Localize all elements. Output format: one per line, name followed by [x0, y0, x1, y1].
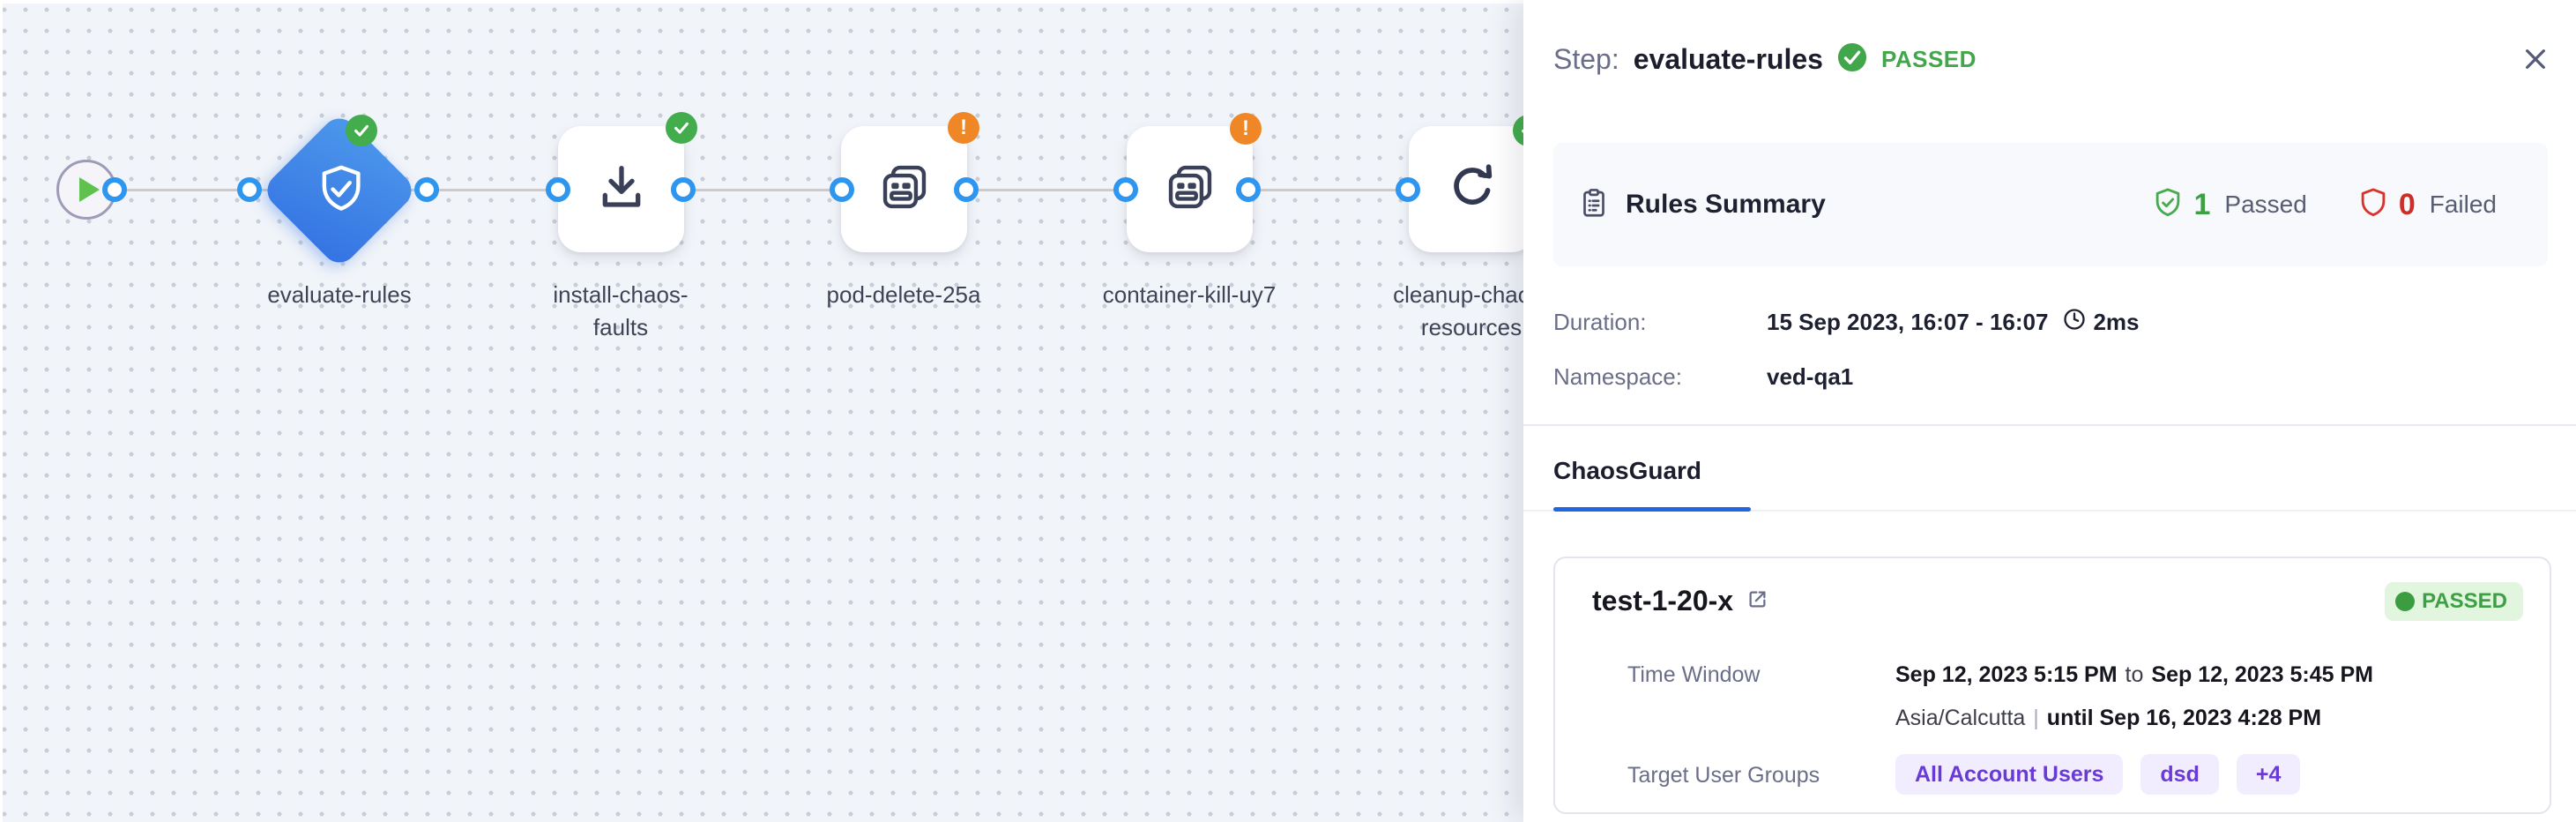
duration-value: 15 Sep 2023, 16:07 - 16:07 — [1767, 308, 2049, 335]
external-link-icon[interactable] — [1746, 587, 1769, 616]
passed-badge-icon — [346, 115, 377, 146]
step-status-badge: PASSED — [1880, 45, 1977, 72]
user-group-chip-more[interactable]: +4 — [2236, 754, 2301, 795]
shield-check-icon — [297, 148, 383, 234]
node-label-line: pod-delete-25a — [826, 281, 981, 308]
guard-name[interactable]: test-1-20-x — [1592, 585, 1734, 616]
guard-status-badge: PASSED — [2385, 582, 2523, 621]
connector-port — [414, 177, 439, 202]
rules-summary-counts: 1 Passed 0 Failed — [2151, 186, 2497, 224]
step-title: evaluate-rules — [1633, 42, 1823, 75]
timezone: Asia/Calcutta — [1895, 705, 2026, 730]
failed-label: Failed — [2429, 191, 2497, 218]
namespace-label: Namespace: — [1553, 362, 1682, 390]
chaos-fault-icon — [1163, 160, 1217, 219]
download-icon — [593, 159, 650, 220]
refresh-icon — [1445, 160, 1500, 219]
node-label: pod-delete-25a — [758, 279, 1049, 311]
play-icon — [78, 177, 100, 202]
check-circle-icon — [1837, 42, 1867, 77]
connector-port — [546, 177, 570, 202]
node-label-line: evaluate-rules — [267, 281, 412, 308]
step-details-panel: Step: evaluate-rules PASSED Rules Summar… — [1523, 0, 2576, 822]
node-pod-delete-25a[interactable] — [841, 126, 967, 252]
separator: | — [2033, 705, 2039, 730]
section-divider — [1523, 424, 2576, 426]
warning-badge-icon: ! — [1230, 113, 1262, 145]
panel-header: Step: evaluate-rules PASSED — [1553, 32, 2553, 86]
node-cleanup-chaos-resources[interactable] — [1409, 126, 1525, 252]
valid-until: until Sep 16, 2023 4:28 PM — [2046, 705, 2322, 730]
step-label: Step: — [1553, 42, 1619, 75]
node-container-kill-uy7[interactable] — [1127, 126, 1253, 252]
connector-port — [671, 177, 696, 202]
timezone-row: Asia/Calcutta | until Sep 16, 2023 4:28 … — [1895, 702, 2321, 734]
user-group-chip: All Account Users — [1895, 754, 2124, 795]
close-icon[interactable] — [2518, 41, 2553, 77]
clipboard-icon — [1578, 187, 1610, 223]
node-evaluate-rules[interactable] — [260, 111, 451, 303]
connector-port — [1396, 177, 1420, 202]
node-label: install-chaos- faults — [475, 279, 766, 344]
node-label-line: install-chaos- — [553, 281, 689, 308]
namespace-row: Namespace: ved-qa1 — [1553, 353, 1853, 400]
shield-passed-icon — [2151, 186, 2185, 224]
diamond-shape — [260, 111, 419, 270]
tabbar-border — [1523, 510, 2576, 512]
connector-port — [830, 177, 854, 202]
node-label: cleanup-chaos- resources — [1326, 279, 1525, 344]
warning-badge-icon: ! — [948, 112, 979, 144]
node-label-line: container-kill-uy7 — [1102, 281, 1277, 308]
guard-status-text: PASSED — [2422, 589, 2507, 613]
connector-port — [1236, 177, 1261, 202]
to-word: to — [2125, 661, 2144, 687]
tab-chaosguard[interactable]: ChaosGuard — [1553, 446, 1701, 496]
connector-port — [237, 177, 262, 202]
duration-label: Duration: — [1553, 308, 1647, 335]
active-tab-indicator — [1553, 507, 1751, 512]
guard-name-row[interactable]: test-1-20-x — [1592, 585, 1769, 617]
warning-glyph: ! — [1242, 116, 1249, 140]
chaos-fault-icon — [877, 160, 932, 219]
failed-count: 0 — [2398, 187, 2416, 221]
namespace-value: ved-qa1 — [1767, 362, 1854, 390]
node-install-chaos-faults[interactable] — [558, 126, 684, 252]
node-label: container-kill-uy7 — [1044, 279, 1335, 311]
passed-count: 1 — [2193, 187, 2211, 221]
pipeline-canvas[interactable]: ! ! evaluate-rules install-chaos- faults… — [0, 0, 1525, 822]
connector-port — [1113, 177, 1138, 202]
rules-summary-title: Rules Summary — [1626, 190, 1826, 219]
node-label-line: faults — [592, 314, 649, 340]
time-window-value: Sep 12, 2023 5:15 PM to Sep 12, 2023 5:4… — [1895, 659, 2373, 691]
flow-line — [86, 189, 1525, 191]
node-label-line: resources — [1420, 314, 1523, 340]
passed-label: Passed — [2224, 191, 2307, 218]
passed-badge-icon — [666, 112, 697, 144]
rules-summary-card: Rules Summary 1 Passed 0 Failed — [1553, 143, 2548, 266]
time-to: Sep 12, 2023 5:45 PM — [2151, 661, 2373, 687]
duration-ms: 2ms — [2093, 308, 2140, 335]
time-from: Sep 12, 2023 5:15 PM — [1895, 661, 2118, 687]
warning-glyph: ! — [960, 116, 967, 139]
chaosguard-card: test-1-20-x PASSED Time Window Sep 12, 2… — [1553, 557, 2551, 814]
duration-elapsed: 2ms — [2062, 307, 2140, 338]
connector-port — [954, 177, 979, 202]
pipeline-start-node[interactable] — [56, 160, 116, 220]
user-group-chip: dsd — [2140, 754, 2219, 795]
target-user-groups: All Account Users dsd +4 — [1895, 754, 2301, 795]
tab-label: ChaosGuard — [1553, 457, 1702, 484]
node-label: evaluate-rules — [194, 279, 485, 311]
time-window-label: Time Window — [1627, 661, 1761, 687]
connector-port — [102, 177, 127, 202]
status-dot-icon — [2395, 592, 2416, 611]
target-user-groups-label: Target User Groups — [1627, 762, 1820, 788]
duration-row: Duration: 15 Sep 2023, 16:07 - 16:07 2ms — [1553, 298, 2140, 346]
clock-icon — [2062, 307, 2087, 338]
node-label-line: cleanup-chaos- — [1393, 281, 1525, 308]
shield-failed-icon — [2356, 186, 2390, 224]
